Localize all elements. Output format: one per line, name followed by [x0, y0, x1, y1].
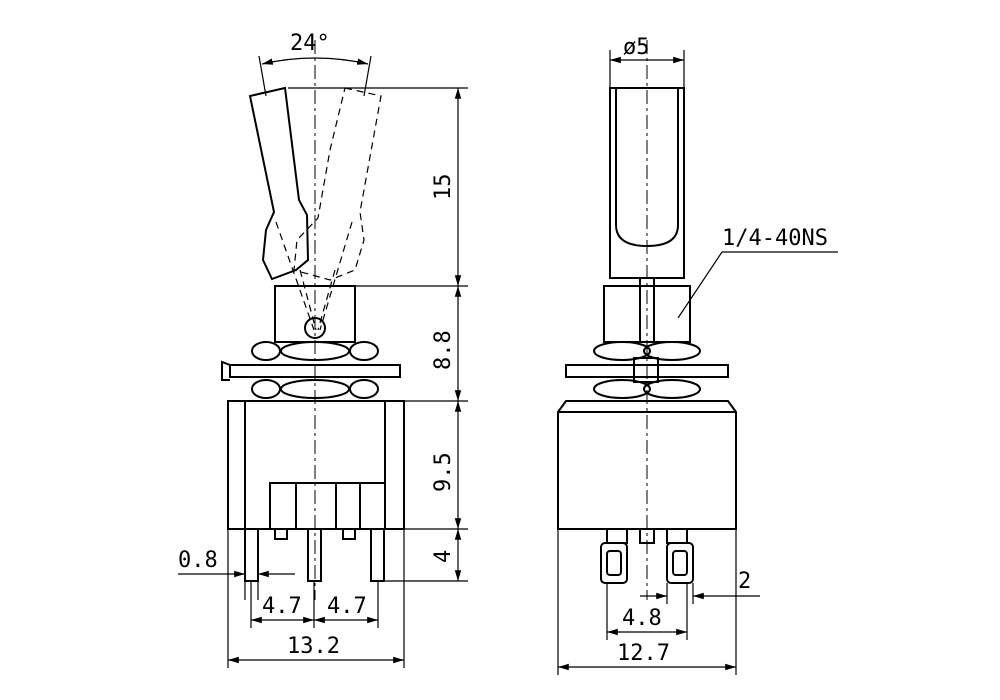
terminal-3	[370, 528, 385, 582]
nut-front-bottom	[593, 379, 701, 399]
dim-lever-diameter: ø5	[623, 35, 650, 60]
angle-label: 24°	[290, 31, 330, 56]
lever-dashed	[293, 87, 382, 281]
side-view	[221, 40, 405, 600]
dim-terminal-gap: 2	[738, 569, 751, 594]
dim-bushing-height: 8.8	[431, 330, 456, 370]
lever-front	[609, 87, 685, 279]
dim-lever-height: 15	[431, 174, 456, 201]
dim-terminal-pitch: 4.8	[622, 606, 662, 631]
dim-body-depth: 12.7	[617, 641, 670, 666]
dim-body-width: 13.2	[287, 634, 340, 659]
lever-solid	[248, 86, 310, 281]
terminal-1	[244, 528, 259, 582]
dim-pitch-left: 4.7	[262, 594, 302, 619]
nut-front-top	[593, 341, 701, 361]
dim-pitch-right: 4.7	[327, 594, 367, 619]
thread-spec: 1/4-40NS	[722, 226, 828, 251]
side-dimensions: 24° 15 8.8 9.5 4 0.8 4.7 4.7 13.2	[178, 31, 468, 668]
body-side	[227, 400, 405, 530]
terminal-front-right	[666, 542, 694, 584]
front-dimensions: ø5 1/4-40NS 4.8 2 12.7	[557, 35, 838, 675]
terminal-front-left	[600, 542, 628, 584]
dim-body-height: 9.5	[431, 452, 456, 492]
dim-terminal-width: 0.8	[178, 548, 218, 573]
front-view	[557, 40, 737, 600]
dim-terminal-length: 4	[431, 550, 456, 563]
